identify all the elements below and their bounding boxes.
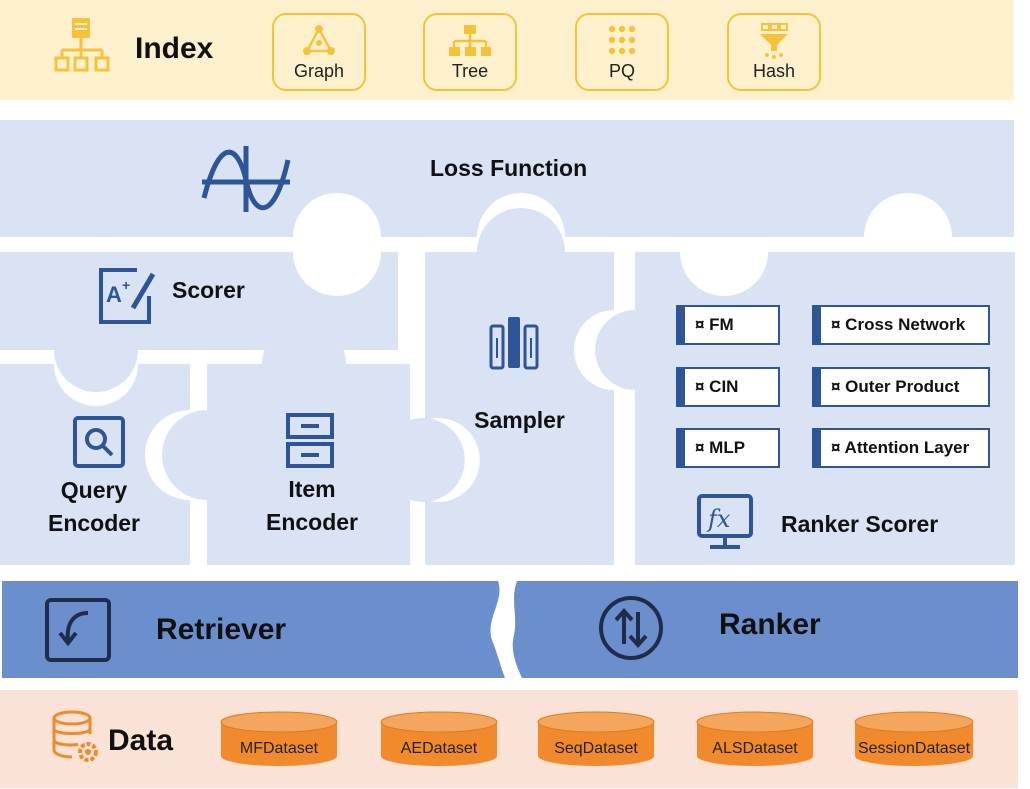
ranker-piece xyxy=(512,581,1018,678)
data-title: Data xyxy=(108,724,174,757)
function-curve-icon xyxy=(201,146,291,212)
index-graph-button[interactable]: Graph xyxy=(272,13,366,91)
dataset-label: ALSDataset xyxy=(712,740,798,757)
module-outer-product: ¤ Outer Product xyxy=(812,367,990,407)
dataset-label: SeqDataset xyxy=(554,740,638,757)
ranker-scorer-label: Ranker Scorer xyxy=(781,511,939,537)
dataset-mfdataset: MFDataset xyxy=(220,710,338,768)
index-tree-label: Tree xyxy=(451,61,489,81)
tree-icon xyxy=(449,25,491,56)
module-cin: ¤ CIN xyxy=(676,367,780,407)
sampler-label: Sampler xyxy=(474,407,565,433)
cylinder-shape xyxy=(537,711,655,766)
index-hash-button[interactable]: Hash xyxy=(727,13,821,91)
module-cross-network: ¤ Cross Network xyxy=(812,305,990,345)
retriever-label: Retriever xyxy=(156,613,287,646)
cylinder-shape xyxy=(220,711,338,766)
svg-text:A: A xyxy=(106,282,122,307)
index-title: Index xyxy=(135,32,214,65)
module-attention-layer: ¤ Attention Layer xyxy=(812,428,990,468)
index-hash-label: Hash xyxy=(752,61,796,81)
swap-arrows-icon xyxy=(599,596,663,660)
item-encoder-label-line2: Encoder xyxy=(265,509,359,535)
formula-icon: fx xyxy=(697,494,753,549)
query-encoder-label-line2: Encoder xyxy=(47,510,141,536)
module-fm: ¤ FM xyxy=(676,305,780,345)
dots-grid-icon xyxy=(608,25,636,55)
svg-text:fx: fx xyxy=(706,505,731,533)
cylinder-shape xyxy=(380,711,498,766)
cylinder-shape xyxy=(854,711,974,766)
search-icon xyxy=(73,416,125,468)
dataset-sessiondataset: SessionDataset xyxy=(854,710,974,768)
index-pq-button[interactable]: PQ xyxy=(575,13,669,91)
module-mlp: ¤ MLP xyxy=(676,428,780,468)
index-tree-button[interactable]: Tree xyxy=(423,13,517,91)
return-arrow-icon xyxy=(45,598,111,662)
svg-text:+: + xyxy=(122,277,130,293)
drawers-icon xyxy=(286,413,334,468)
dataset-label: MFDataset xyxy=(239,740,319,757)
grade-edit-icon: A + xyxy=(99,268,156,324)
dataset-alsdataset: ALSDataset xyxy=(696,710,814,768)
loss-function-label: Loss Function xyxy=(430,155,588,181)
ranker-label: Ranker xyxy=(719,608,821,641)
funnel-icon xyxy=(760,23,788,59)
scorer-label: Scorer xyxy=(172,277,245,303)
database-gear-icon xyxy=(52,710,98,762)
dataset-seqdataset: SeqDataset xyxy=(537,710,655,768)
retriever-piece xyxy=(2,581,505,678)
hierarchy-icon xyxy=(54,18,110,72)
index-graph-label: Graph xyxy=(293,61,345,81)
dataset-aedataset: AEDataset xyxy=(380,710,498,768)
dataset-label: SessionDataset xyxy=(857,740,971,757)
books-icon xyxy=(489,317,539,370)
cylinder-shape xyxy=(696,711,814,766)
sampler-piece xyxy=(425,208,614,565)
dataset-label: AEDataset xyxy=(400,740,478,757)
loss-function-piece xyxy=(0,120,1014,237)
graph-icon xyxy=(303,25,335,55)
item-encoder-label-line1: Item xyxy=(288,476,336,502)
data-band xyxy=(0,690,1018,788)
query-encoder-label-line1: Query xyxy=(60,477,128,503)
index-pq-label: PQ xyxy=(608,61,635,81)
